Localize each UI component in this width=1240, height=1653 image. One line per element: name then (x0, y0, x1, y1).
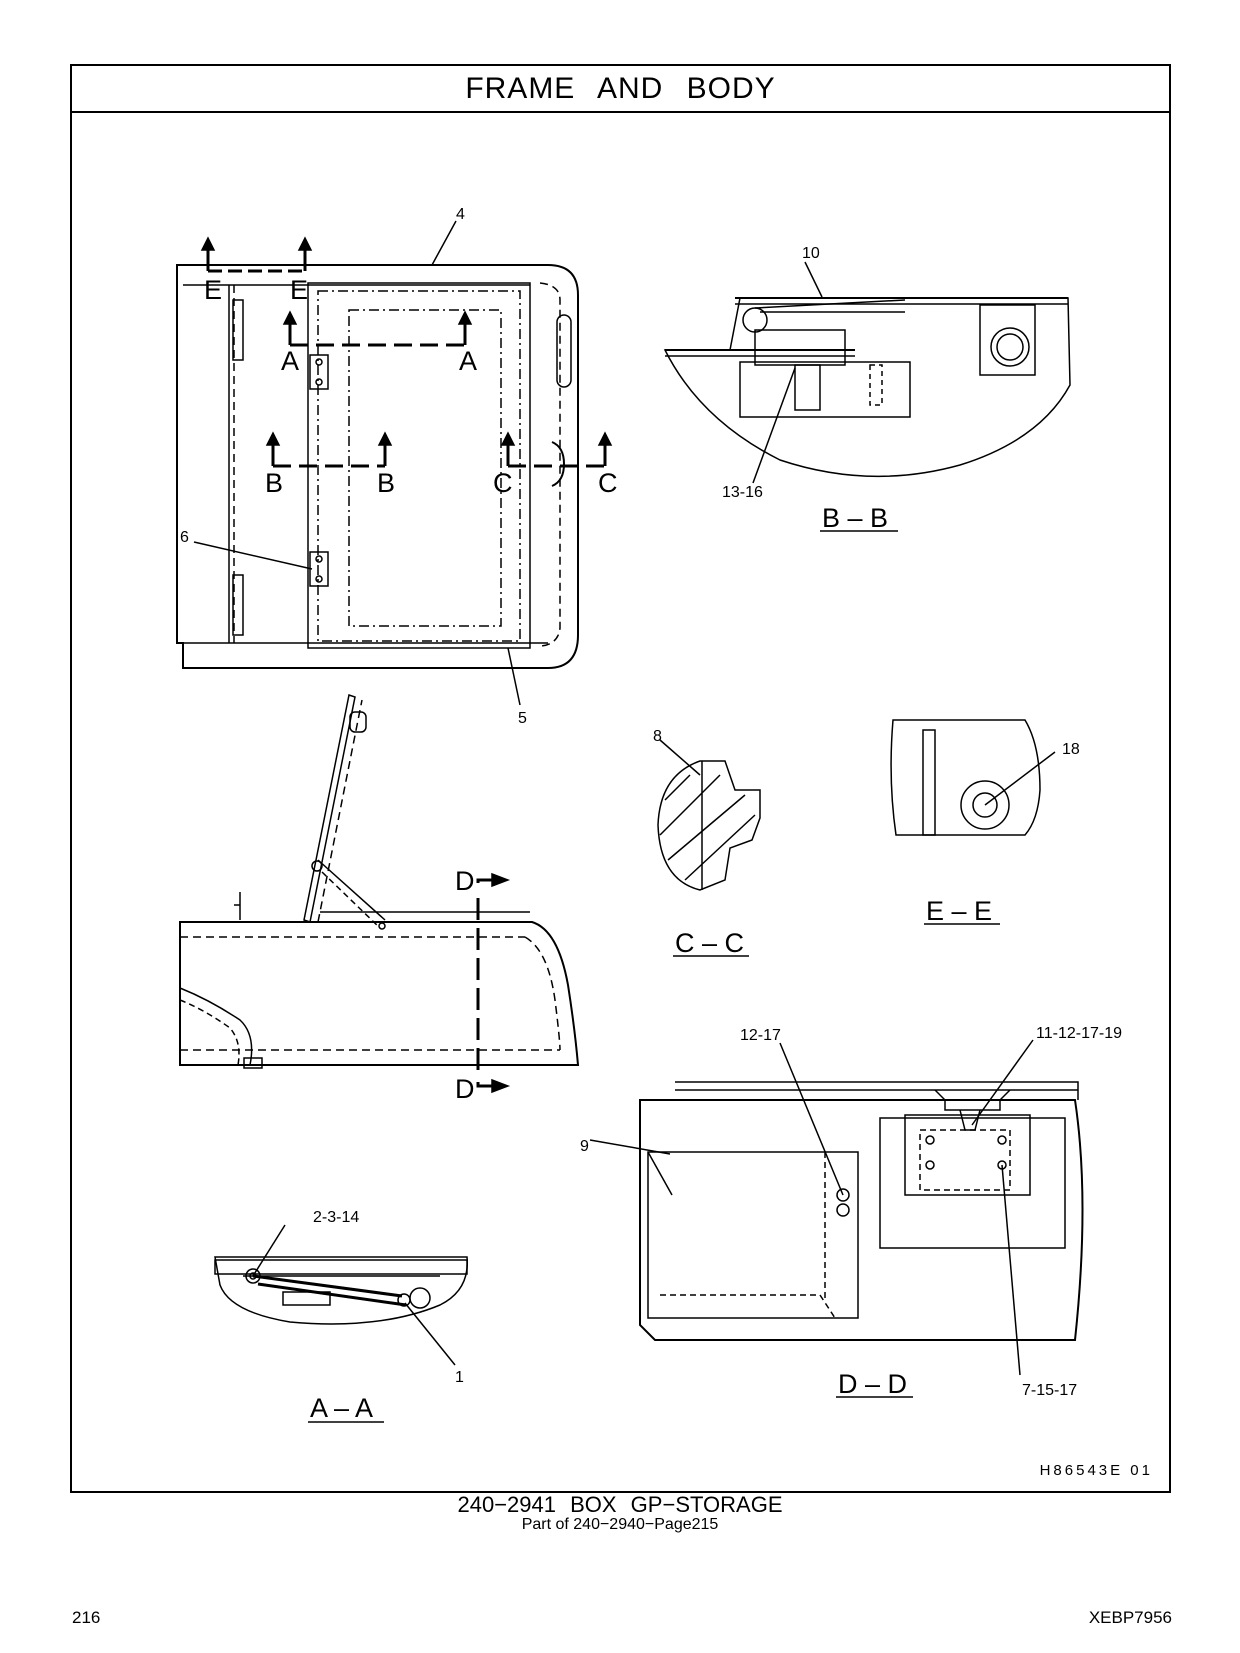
section-ee-detail (890, 719, 1056, 836)
callout-11-12-17-19: 11-12-17-19 (1036, 1025, 1122, 1042)
callout-8: 8 (653, 728, 662, 745)
callout-9: 9 (580, 1138, 589, 1155)
view-title-cc: C – C (675, 928, 744, 958)
view-title-aa: A – A (310, 1393, 373, 1423)
part-title: 240−2941 BOX GP−STORAGE (457, 1492, 783, 1517)
callout-4: 4 (456, 206, 465, 223)
section-label-d: D (455, 866, 475, 896)
page-title: FRAME AND BODY (72, 66, 1169, 113)
drawing-reference: H86543E 01 (1039, 1462, 1153, 1479)
document-id: XEBP7956 (1088, 1608, 1172, 1627)
section-label-e: E (204, 275, 222, 305)
section-dd-detail (589, 1039, 1084, 1376)
section-label-c: C (493, 468, 513, 498)
section-aa-detail (214, 1224, 468, 1366)
callout-7-15-17: 7-15-17 (1022, 1382, 1077, 1399)
callout-6: 6 (180, 529, 189, 546)
section-cc-detail (657, 739, 761, 891)
callout-5: 5 (518, 710, 527, 727)
callout-1: 1 (455, 1369, 464, 1386)
top-view (176, 220, 613, 706)
side-view (179, 694, 580, 1094)
part-caption: 240−2941 BOX GP−STORAGE Part of 240−2940… (0, 1492, 1240, 1534)
page-number: 216 (72, 1608, 101, 1627)
callout-18: 18 (1062, 741, 1080, 758)
section-label-d: D (455, 1074, 475, 1104)
view-title-ee: E – E (926, 896, 992, 926)
view-title-dd: D – D (838, 1369, 907, 1399)
section-label-b: B (265, 468, 283, 498)
callout-10: 10 (802, 245, 820, 262)
callout-12-17: 12-17 (740, 1027, 781, 1044)
section-label-e: E (290, 275, 308, 305)
view-title-bb: B – B (822, 503, 888, 533)
callout-2-3-14: 2-3-14 (313, 1209, 359, 1226)
section-label-b: B (377, 468, 395, 498)
section-label-a: A (459, 346, 477, 376)
drawing-frame: FRAME AND BODY H86543E 01 (70, 64, 1171, 1493)
section-label-a: A (281, 346, 299, 376)
section-label-c: C (598, 468, 618, 498)
part-reference: Part of 240−2940−Page215 (521, 1516, 719, 1533)
section-bb-detail (663, 261, 1071, 484)
callout-13-16: 13-16 (722, 484, 763, 501)
